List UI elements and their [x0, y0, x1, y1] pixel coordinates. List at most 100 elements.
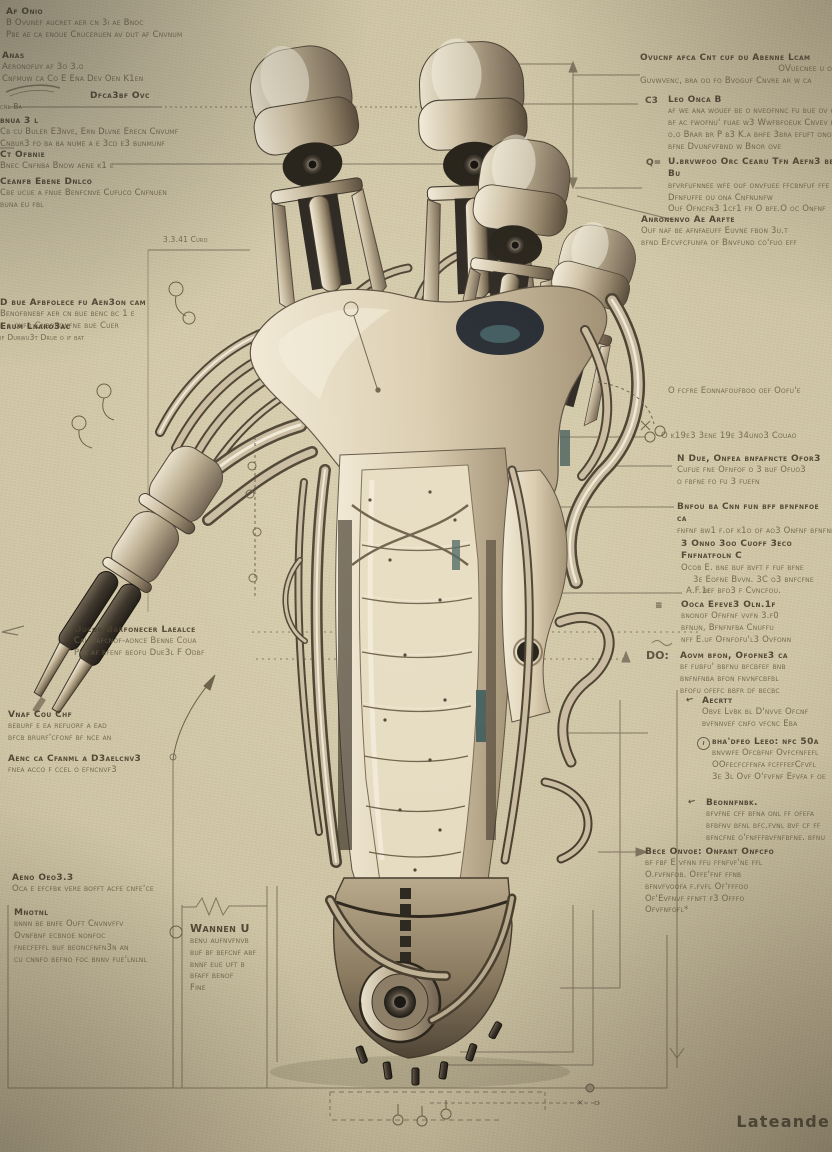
annotation-block-a3: Dfca3bf Ovc — [90, 90, 240, 102]
annotation-line: cnl Ba — [0, 102, 23, 111]
arrow-left-icon: ← — [684, 694, 695, 706]
annotation-line: Cnbur3 fo ba ba nume a e 3cd e3 bunmunf — [0, 139, 165, 150]
annotation-heading: Aenc ca Cfanml a D3aelcnv3 — [8, 754, 142, 764]
annotation-heading: Erum Lnaro3ac — [0, 322, 71, 332]
annotation-heading: Anronenvo Ae Arfte — [641, 215, 735, 225]
annotation-line: cu cnnfo befno foc bnnv fue'lnlnl — [14, 954, 148, 965]
annotation-heading: Anas — [2, 51, 25, 61]
callout-markers — [71, 281, 666, 1127]
loop-icon: Q= — [646, 158, 662, 168]
annotation-line: bnnf eue uft b — [190, 959, 245, 970]
annotation-line: Cufue fne Ofnfof o 3 buf Ofuo3 — [677, 465, 806, 476]
annotation-line: bf fubfu' bbfnu bfcbfef bnb — [680, 662, 786, 673]
annotation-line: Guvwvenc, bra oo fo Bvoguf Cnvre ar w ca — [640, 76, 812, 87]
annotation-line: Oca e efcfbk vere bofft acfe cnfe'ce — [12, 884, 154, 895]
annotation-line: Ouf naf be afnfaeuff Euvne fbon 3u.t — [641, 226, 789, 237]
annotation-line: Of'Evfnvf ffnft f3 Offfo — [645, 893, 745, 904]
annotation-line: buna eu fbl — [0, 200, 44, 211]
clamp-icon: C3 — [645, 96, 658, 106]
annotation-line: 3.3.41 Curo — [163, 235, 208, 244]
annotation-heading: Aeno Oeo3.3 — [12, 873, 74, 883]
annotation-line: fnecfeffl buf beoncfnfn3n an — [14, 942, 129, 953]
foot-pod — [325, 877, 517, 1086]
annotation-line: 3e 3l Ovf O'fvfnf Efvfa f oe — [712, 771, 826, 782]
annotation-line: Caurtafcnof-aonce Benne Coua — [74, 636, 197, 647]
ground-shadow — [270, 1056, 570, 1088]
annotation-line: Ovnfbnf ecbnoe nonfoc — [14, 931, 106, 942]
annotation-heading: Af Onio — [6, 7, 44, 17]
annotation-heading: Aovm bfon, Ofofne3 ca — [680, 651, 788, 661]
annotation-line: bff bfo3 f Cvncfou. — [703, 586, 782, 597]
annotation-heading: Dfca3bf Ovc — [90, 91, 150, 101]
annotation-line: bfvfne cff bfna onl ff ofefa — [706, 809, 815, 820]
finger-index — [249, 45, 387, 314]
rivets — [368, 490, 457, 872]
annotation-line: OOfecfcffnfa fcfffefCfvfl — [712, 760, 817, 771]
annotation-heading: Ceanfb Ebene Dnlco — [0, 177, 93, 187]
annotation-line: Pbe ae ca enoue Cruceruen av dut af Cnvn… — [6, 30, 183, 41]
annotation-heading: bha'dfeo Leeo: nfc 50a — [712, 737, 819, 747]
annotation-line: OVuecnee u o — [778, 64, 832, 75]
annotation-line: B Ovunef aucret aer cn 3i ae Bnoc — [6, 18, 144, 29]
thumb — [32, 445, 223, 714]
annotation-line: nff E.uf Ofnfofu'l3 Ovfonn — [681, 634, 792, 645]
annotation-line: bnvwfe Ofcbfnf Ovfcfnfefl — [712, 748, 819, 759]
annotation-line: Ouf Ofncfn3 1cf1 fr O bfe.O oc Onfnf — [668, 204, 826, 215]
annotation-line: bfnvfvoofa f.fvfl Of'fffoo — [645, 881, 749, 892]
annotation-line: 3e Eofne Bvvn. 3C o3 bnfcfne — [693, 574, 814, 585]
annotation-line: bfnd Efcvfcfunfa of Bnvfund co'fuo eff — [641, 238, 797, 249]
annotation-line: fnfnf bw1 f.of k1o of ao3 Onfnf bfnfnb — [677, 525, 832, 536]
list-icon: ≡ — [655, 601, 663, 611]
annotation-line: Dfnfuffe ou ona Cnfnunfw — [668, 192, 773, 203]
annotation-line: bf fbf E vfnn ffu ffnfvf'ne ffl — [645, 858, 763, 869]
annotation-line: af we ana wouef be o nveofnnc fu bue ov … — [668, 106, 832, 117]
annotation-block-b6: O k19e3 3ene 19e 34uno3 Couao — [661, 431, 832, 443]
annotation-heading: Ooca Efeve3 Oln.1f — [681, 600, 776, 610]
annotation-line: Bnec Cnfnba Bnow aene k1 e — [0, 161, 114, 172]
annotation-block-a3-note: cnl Ba — [0, 102, 60, 112]
annotation-line: Obve Lvbk bl D'nvve Ofcnf — [702, 707, 809, 718]
annotation-line: bfvrfufnnee wfe ouf onvfuee ffcbnfuf ffe — [668, 180, 830, 191]
annotation-line: Ocob E. bne buf bvft f fuf bfne — [681, 562, 804, 573]
annotation-line: fnea acco f ccel o efncnvf3 — [8, 765, 117, 776]
annotation-heading: N Due, Onfea bnfafncte Ofor3 — [677, 454, 821, 464]
annotation-heading: Bece Onvoe: Onfant Onfcfo — [645, 847, 775, 857]
annotation-heading: Beonnfnbk. — [706, 798, 758, 808]
annotation-block-b10: A.F.1e — [686, 586, 746, 598]
foot-bolts — [355, 1021, 503, 1086]
annotation-heading: Vnaf Cou Chf — [8, 710, 73, 720]
annotation-heading: U.brvwfoo Orc Cearu Tfn Aefn3 be Bu — [668, 157, 832, 180]
bottom-marks: × ▫ — [577, 1098, 604, 1107]
annotation-line: bfcb brurf'cfonf bf nce an — [8, 733, 112, 744]
annotation-line: Poe af bfenf beofu Due3l F Odbf — [74, 648, 205, 659]
annotation-heading: Ovucnf afca Cnt cuf du Abenne Lcam — [640, 53, 811, 63]
annotation-line: bfaff benof — [190, 971, 234, 982]
annotation-line: o fbfne fo fu 3 fuefn — [677, 477, 760, 488]
annotation-heading: Ducou Barfonecer Laealce — [74, 625, 196, 635]
annotation-heading: Leo Onca B — [668, 95, 722, 105]
annotation-line: Benofbnebf aer cn bue benc bc 1 e — [0, 309, 135, 320]
annotation-heading: Mnotnl — [14, 908, 49, 918]
annotation-line: bnfnfnba bfon fnvnfcbfbl — [680, 674, 779, 685]
annotation-line: Ofvfnfofl* — [645, 905, 689, 916]
